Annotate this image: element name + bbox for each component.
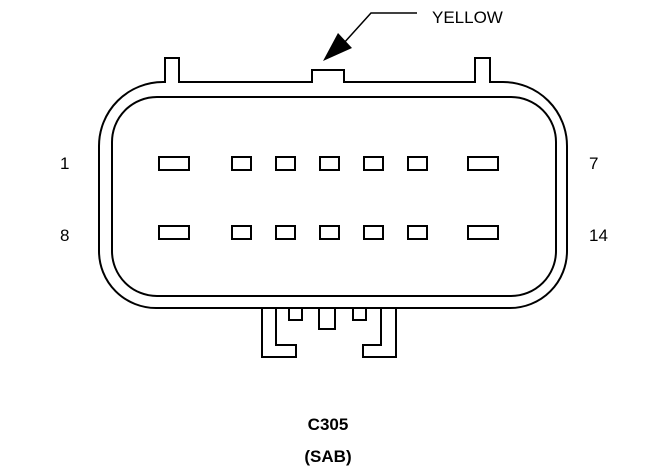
latch-center-tab [318,307,336,330]
latch-right-tab [352,307,367,321]
cavity-pin-4 [319,156,340,171]
callout-leader-line [342,12,417,45]
pin-label-1: 1 [60,154,69,173]
bottom-latch [261,307,397,358]
latch-left-tab [288,307,303,321]
pin-label-8: 8 [60,226,69,245]
cavity-pin-9 [231,225,252,240]
connector-outer-shell [98,57,568,309]
connector-id: C305 [308,415,349,434]
yellow-callout: YELLOW [323,8,503,61]
cavity-row-1 [158,156,499,171]
cavity-pin-3 [275,156,296,171]
cavity-row-2 [158,225,499,240]
cavity-pin-7 [467,156,499,171]
pin-label-14: 14 [589,226,608,245]
cavity-pin-1 [158,156,190,171]
latch-left-bracket [261,308,297,358]
cavity-pin-8 [158,225,190,240]
cavity-pin-5 [363,156,384,171]
cavity-pin-13 [407,225,428,240]
cavity-pin-2 [231,156,252,171]
callout-arrowhead [323,33,352,61]
cavity-pin-11 [319,225,340,240]
latch-right-bracket [362,308,397,358]
connector-subtitle: (SAB) [304,447,351,466]
cavity-pin-6 [407,156,428,171]
cavity-pin-10 [275,225,296,240]
pin-label-7: 7 [589,154,598,173]
connector-inner-face [111,96,557,297]
cavity-pin-12 [363,225,384,240]
cavity-pin-14 [467,225,499,240]
callout-label: YELLOW [432,8,503,27]
